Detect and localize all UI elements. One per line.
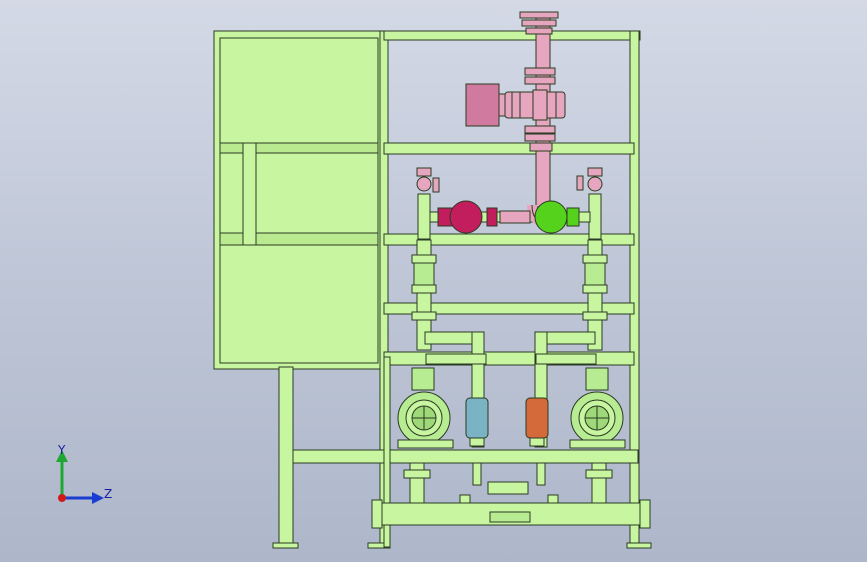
- coordinate-triad-icon: Y Z: [56, 443, 112, 504]
- inlet-assembly: [465, 11, 566, 208]
- z-axis-label: Z: [104, 487, 112, 501]
- valve-icon: [416, 167, 440, 240]
- riser-left: [411, 239, 437, 351]
- control-cabinet: [213, 30, 385, 548]
- pump-icon: [534, 200, 568, 234]
- motor-icon: [465, 83, 566, 127]
- valve-icon: [576, 167, 603, 240]
- pump-icon: [397, 367, 454, 449]
- elbow-pipes: [424, 331, 597, 448]
- riser-right: [582, 239, 608, 351]
- pump-icon: [569, 367, 626, 449]
- cabinet-leg: [278, 366, 294, 548]
- filter-icon: [465, 397, 489, 447]
- x-axis-origin: [58, 494, 66, 502]
- y-axis-label: Y: [57, 443, 66, 457]
- filter-icon: [525, 397, 549, 447]
- pump-manifold: [429, 200, 591, 234]
- bottom-manifold: [371, 462, 651, 529]
- pump-icon: [449, 200, 483, 234]
